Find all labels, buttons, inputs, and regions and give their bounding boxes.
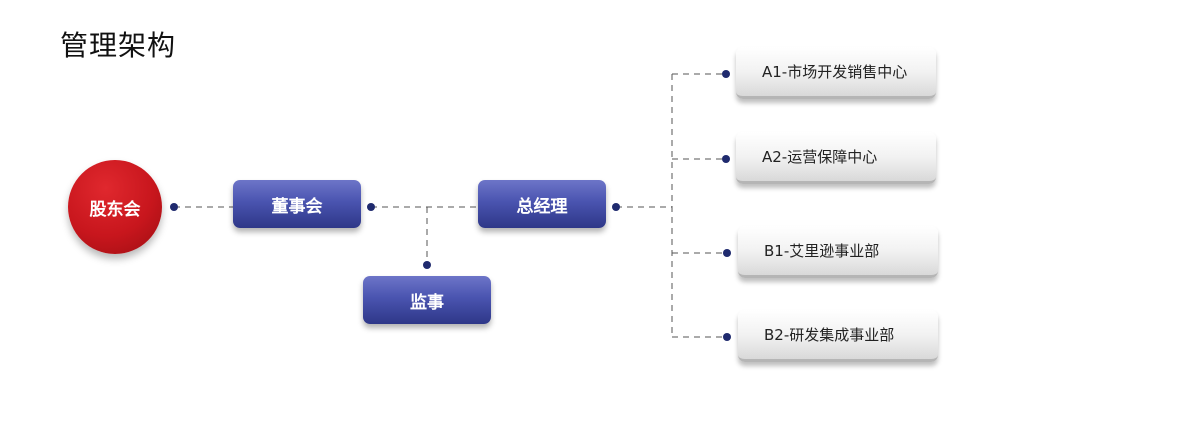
node-shareholders[interactable]: 股东会 [68, 160, 162, 254]
connector-dot [367, 203, 375, 211]
node-supervisor[interactable]: 监事 [363, 276, 491, 324]
connector-dot [723, 249, 731, 257]
node-general-manager-label: 总经理 [516, 196, 568, 217]
node-dept-b2[interactable]: B2-研发集成事业部 [738, 310, 938, 362]
page-title: 管理架构 [60, 29, 177, 62]
node-dept-a2[interactable]: A2-运营保障中心 [736, 132, 936, 184]
node-dept-b1[interactable]: B1-艾里逊事业部 [738, 226, 938, 278]
node-dept-label: B1-艾里逊事业部 [764, 242, 880, 260]
connector-dot [722, 155, 730, 163]
connector-dot [423, 261, 431, 269]
connector-dot [723, 333, 731, 341]
node-dept-a1[interactable]: A1-市场开发销售中心 [736, 47, 936, 99]
connector-dot [612, 203, 620, 211]
node-dept-label: A1-市场开发销售中心 [762, 63, 908, 81]
node-dept-label: B2-研发集成事业部 [764, 326, 895, 344]
connector-dot [722, 70, 730, 78]
node-shareholders-label: 股东会 [89, 199, 141, 220]
node-board-label: 董事会 [271, 196, 323, 217]
node-dept-label: A2-运营保障中心 [762, 148, 878, 166]
node-board[interactable]: 董事会 [233, 180, 361, 228]
node-general-manager[interactable]: 总经理 [478, 180, 606, 228]
connector-dot [170, 203, 178, 211]
node-supervisor-label: 监事 [410, 292, 444, 313]
